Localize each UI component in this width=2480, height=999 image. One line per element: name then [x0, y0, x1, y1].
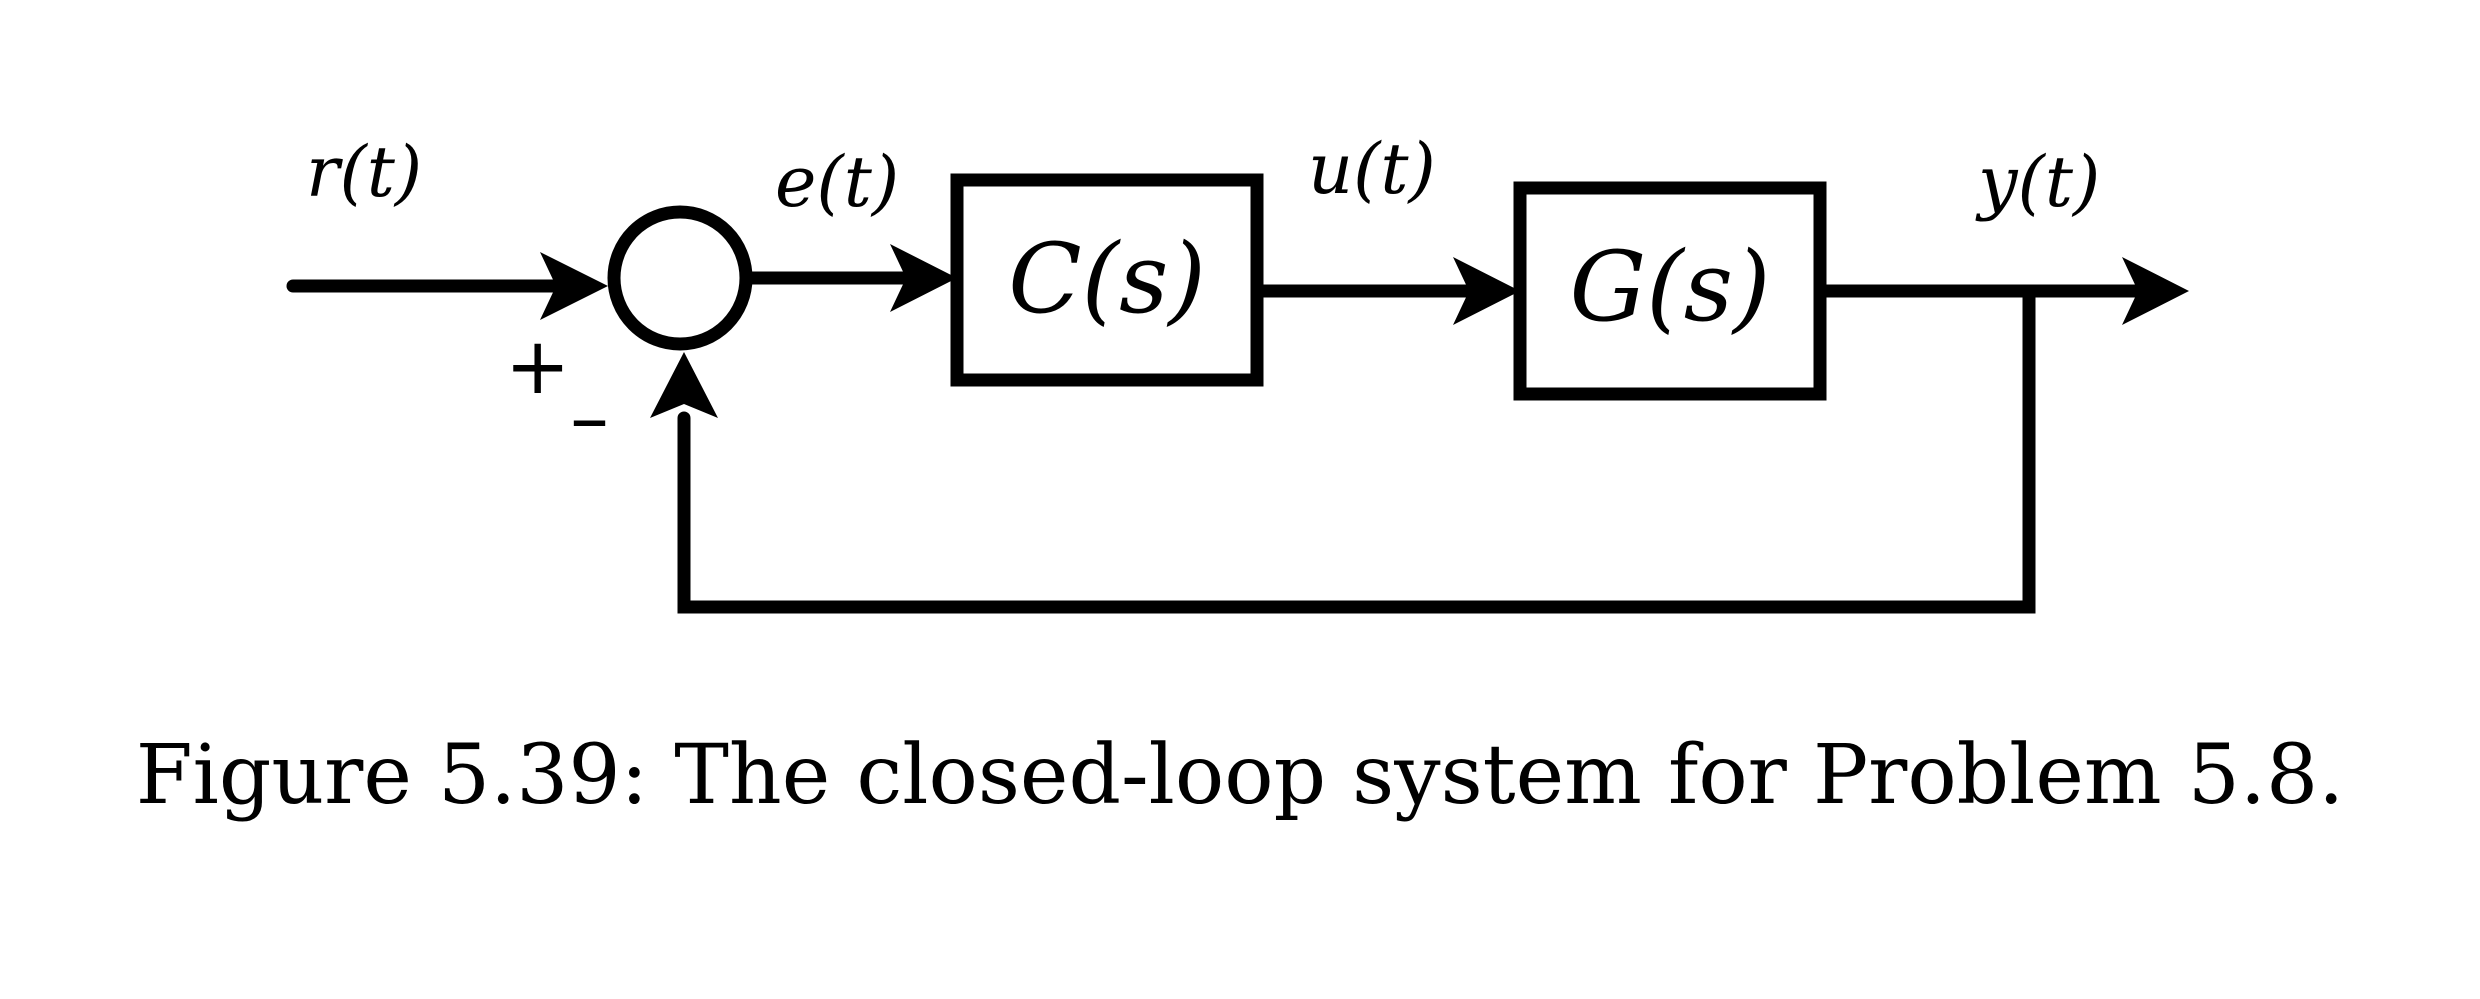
error-connector — [739, 244, 957, 312]
input-arrowhead — [540, 252, 608, 320]
controller-block: C(s) — [950, 173, 1264, 387]
controller-label: C(s) — [1008, 223, 1206, 335]
feedback-arrowhead — [650, 352, 718, 418]
input-connector — [286, 252, 608, 320]
control-signal-label: u(t) — [1308, 128, 1436, 210]
error-signal-label: e(t) — [775, 141, 899, 223]
control-arrowhead — [1453, 257, 1520, 325]
control-connector — [1250, 257, 1520, 325]
summing-junction — [607, 205, 753, 351]
reference-signal-label: r(t) — [306, 131, 422, 213]
output-signal-label: y(t) — [1975, 141, 2100, 223]
output-arrowhead — [2122, 257, 2189, 325]
plant-label: G(s) — [1570, 231, 1771, 343]
output-connector — [1813, 257, 2189, 325]
minus-sign: – — [570, 374, 609, 464]
plant-block: G(s) — [1513, 181, 1827, 401]
plus-sign: + — [505, 322, 570, 412]
figure-caption: Figure 5.39: The closed-loop system for … — [136, 728, 2344, 823]
error-arrowhead — [890, 244, 957, 312]
feedback-path — [650, 284, 2036, 614]
